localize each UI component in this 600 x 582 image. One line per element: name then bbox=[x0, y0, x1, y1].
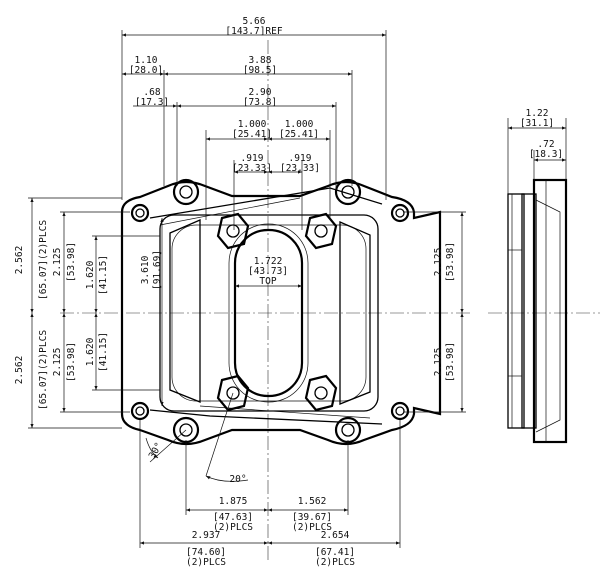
dim-side-flange-metric: [18.3] bbox=[529, 149, 563, 160]
dim-bottom-2937-metric: [74.60] bbox=[186, 547, 226, 558]
dim-side-thickness-value: 1.22 bbox=[526, 108, 549, 119]
angle-30-label: 30° bbox=[147, 441, 165, 461]
dim-left-upper-2125-value: 2.125 bbox=[52, 248, 63, 277]
dim-bottom-1562-note: (2)PLCS bbox=[292, 522, 332, 533]
dim-center-left-919-value: .919 bbox=[241, 153, 264, 164]
dim-left-lower-1620-value: 1.620 bbox=[85, 337, 96, 366]
dim-left-upper-2562-value: 2.562 bbox=[14, 246, 25, 275]
inner-body-2 bbox=[171, 224, 367, 402]
dim-center-right-919-value: .919 bbox=[289, 153, 312, 164]
flange-outline bbox=[120, 180, 442, 446]
dim-center-left-919-metric: [23.33] bbox=[232, 163, 272, 174]
dim-right-lower-2125-value: 2.125 bbox=[433, 348, 444, 377]
dim-slot-value: 1.722 bbox=[254, 256, 283, 267]
dim-left-lower-2125-metric: [53.98] bbox=[66, 342, 77, 382]
dim-center-right-1000-metric: [25.41] bbox=[279, 129, 319, 140]
dim-bottom-2654-metric: [67.41] bbox=[315, 547, 355, 558]
angle-20-label: 20° bbox=[229, 474, 246, 485]
right-rib bbox=[339, 221, 371, 405]
dim-left-upper-1620-value: 1.620 bbox=[85, 260, 96, 289]
dim-left-flange-metric: [28.0] bbox=[129, 65, 163, 76]
center-lines bbox=[60, 40, 600, 560]
dim-center-3610-value: 3.610 bbox=[140, 255, 151, 284]
central-slot bbox=[233, 228, 304, 398]
side-view bbox=[507, 178, 568, 444]
web-lines bbox=[149, 187, 383, 425]
inner-hex-bosses bbox=[216, 212, 338, 412]
dim-center-left-1000-metric: [25.41] bbox=[232, 129, 272, 140]
dim-overall-value: 5.66 bbox=[243, 16, 266, 27]
dim-left-lower-2562-value: 2.562 bbox=[14, 356, 25, 385]
dim-bottom-1875-metric: [47.63] bbox=[213, 512, 253, 523]
dim-overall-metric: [143.7]REF bbox=[225, 26, 282, 37]
dim-right-upper-2125-metric: [53.98] bbox=[445, 242, 456, 282]
dim-slot-note: TOP bbox=[259, 276, 276, 287]
left-rib bbox=[169, 219, 201, 403]
dim-left-upper-2125-metric: [53.98] bbox=[66, 242, 77, 282]
dim-left-flange-value: 1.10 bbox=[135, 55, 158, 66]
dim-left-lower-1620-metric: [41.15] bbox=[98, 332, 109, 372]
bolt-holes bbox=[130, 178, 410, 444]
front-view bbox=[120, 178, 442, 446]
dim-bottom-1875-note: (2)PLCS bbox=[213, 522, 253, 533]
dim-bottom-2937-value: 2.937 bbox=[192, 530, 221, 541]
dim-bottom-1875-value: 1.875 bbox=[219, 496, 248, 507]
dim-bolt-inner-value: 2.90 bbox=[249, 87, 272, 98]
dim-right-upper-2125-value: 2.125 bbox=[433, 248, 444, 277]
dim-left-lower-2125-value: 2.125 bbox=[52, 348, 63, 377]
dim-slot-metric: [43.73] bbox=[248, 266, 288, 277]
dim-bottom-2654-note: (2)PLCS bbox=[315, 557, 355, 568]
dim-bottom-1562-metric: [39.67] bbox=[292, 512, 332, 523]
dim-center-left-1000-value: 1.000 bbox=[238, 119, 267, 130]
dim-bolt-outer-value: 3.88 bbox=[249, 55, 272, 66]
dim-bottom-1562-value: 1.562 bbox=[298, 496, 327, 507]
dim-left-inner-value: .68 bbox=[143, 87, 160, 98]
dim-center-3610-metric: [91.69] bbox=[152, 250, 163, 290]
dim-left-inner-metric: [17.3] bbox=[135, 97, 169, 108]
dim-bolt-inner-metric: [73.8] bbox=[243, 97, 277, 108]
dim-left-lower-2562-metric: [65.07](2)PLCS bbox=[38, 330, 49, 410]
dim-side-thickness-metric: [31.1] bbox=[520, 118, 554, 129]
dim-bolt-outer-metric: [98.5] bbox=[243, 65, 277, 76]
dim-right-lower-2125-metric: [53.98] bbox=[445, 342, 456, 382]
dim-bottom-2654-value: 2.654 bbox=[321, 530, 350, 541]
dim-center-right-1000-value: 1.000 bbox=[285, 119, 314, 130]
dim-left-upper-2562-metric: [65.07](2)PLCS bbox=[38, 220, 49, 300]
dim-side-flange-value: .72 bbox=[537, 139, 554, 150]
dimension-lines bbox=[28, 30, 567, 548]
dim-left-upper-1620-metric: [41.15] bbox=[98, 255, 109, 295]
dim-center-right-919-metric: [23.33] bbox=[280, 163, 320, 174]
central-slot-inner bbox=[228, 223, 309, 403]
dim-bottom-2937-note: (2)PLCS bbox=[186, 557, 226, 568]
dimension-labels: 5.66 [143.7]REF 1.10 [28.0] 3.88 [98.5] … bbox=[14, 16, 563, 568]
